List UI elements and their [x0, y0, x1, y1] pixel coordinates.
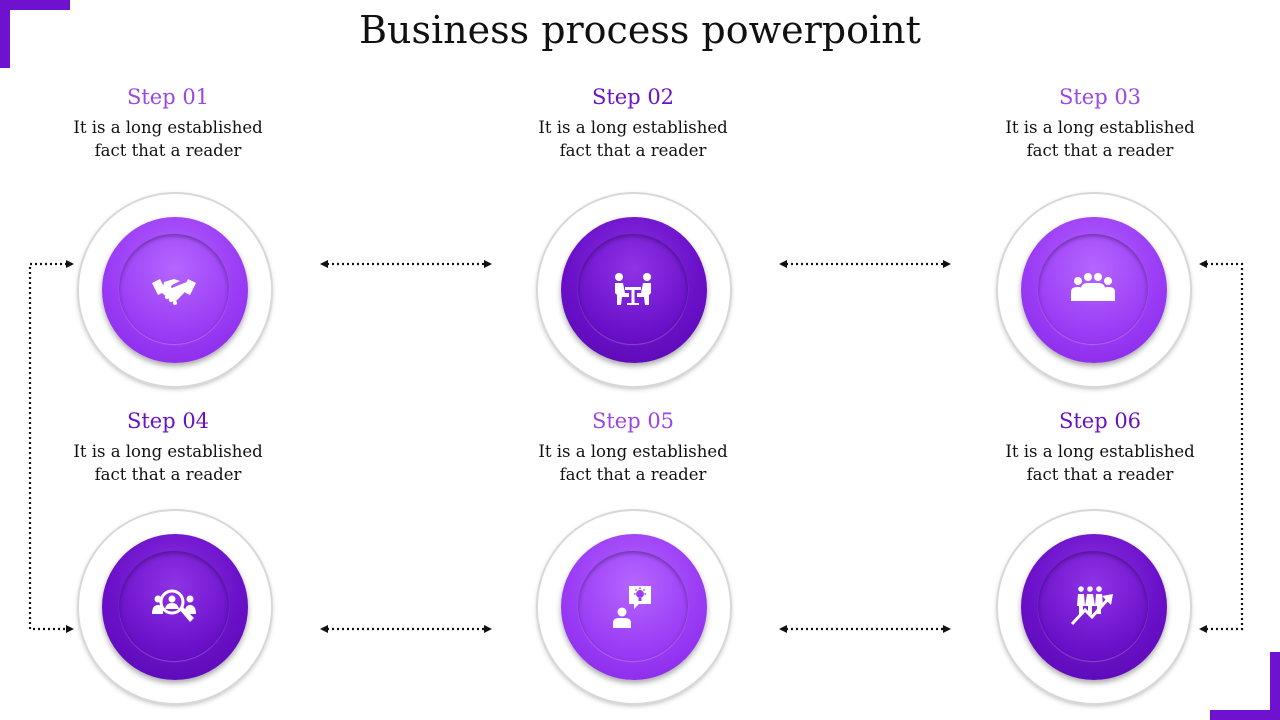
step-2-disc [561, 217, 707, 363]
step-4-disc [102, 534, 248, 680]
step-1-description: It is a long established fact that a rea… [73, 118, 263, 160]
people-search-icon [152, 589, 196, 622]
slide-title: Business process powerpoint [359, 8, 921, 52]
step-4-label: Step 04 [126, 409, 210, 433]
step-2-description: It is a long established fact that a rea… [538, 118, 728, 160]
step-1-circle [79, 194, 271, 386]
step-5-description: It is a long established fact that a rea… [538, 442, 728, 484]
handshake-icon [152, 279, 196, 305]
corner-accent-bottom-right [1210, 652, 1280, 720]
step-5-circle [538, 511, 730, 703]
step-6-text: Step 06 It is a long established fact th… [970, 408, 1230, 486]
step-5-text: Step 05 It is a long established fact th… [503, 408, 763, 486]
growth-team-icon [1070, 586, 1113, 626]
step-5-disc [561, 534, 707, 680]
step-3-label: Step 03 [1058, 85, 1142, 109]
step-3-description: It is a long established fact that a rea… [1005, 118, 1195, 160]
step-5-label: Step 05 [591, 409, 675, 433]
step-6-description: It is a long established fact that a rea… [1005, 442, 1195, 484]
step-4-text: Step 04 It is a long established fact th… [38, 408, 298, 486]
corner-accent-top-left [0, 0, 70, 68]
step-6-circle [998, 511, 1190, 703]
step-3-disc [1021, 217, 1167, 363]
step-4-circle [79, 511, 271, 703]
idea-person-icon [613, 586, 651, 628]
meeting-table-icon [615, 273, 651, 305]
step-2-circle [538, 194, 730, 386]
step-3-circle [998, 194, 1190, 386]
step-6-label: Step 06 [1058, 409, 1142, 433]
step-3-text: Step 03 It is a long established fact th… [970, 84, 1230, 162]
step-4-description: It is a long established fact that a rea… [73, 442, 263, 484]
step-2-label: Step 02 [591, 85, 675, 109]
step-1-label: Step 01 [126, 85, 210, 109]
step-1-text: Step 01 It is a long established fact th… [38, 84, 298, 162]
team-group-icon [1071, 273, 1115, 301]
step-1-disc [102, 217, 248, 363]
step-2-text: Step 02 It is a long established fact th… [503, 84, 763, 162]
step-6-disc [1021, 534, 1167, 680]
